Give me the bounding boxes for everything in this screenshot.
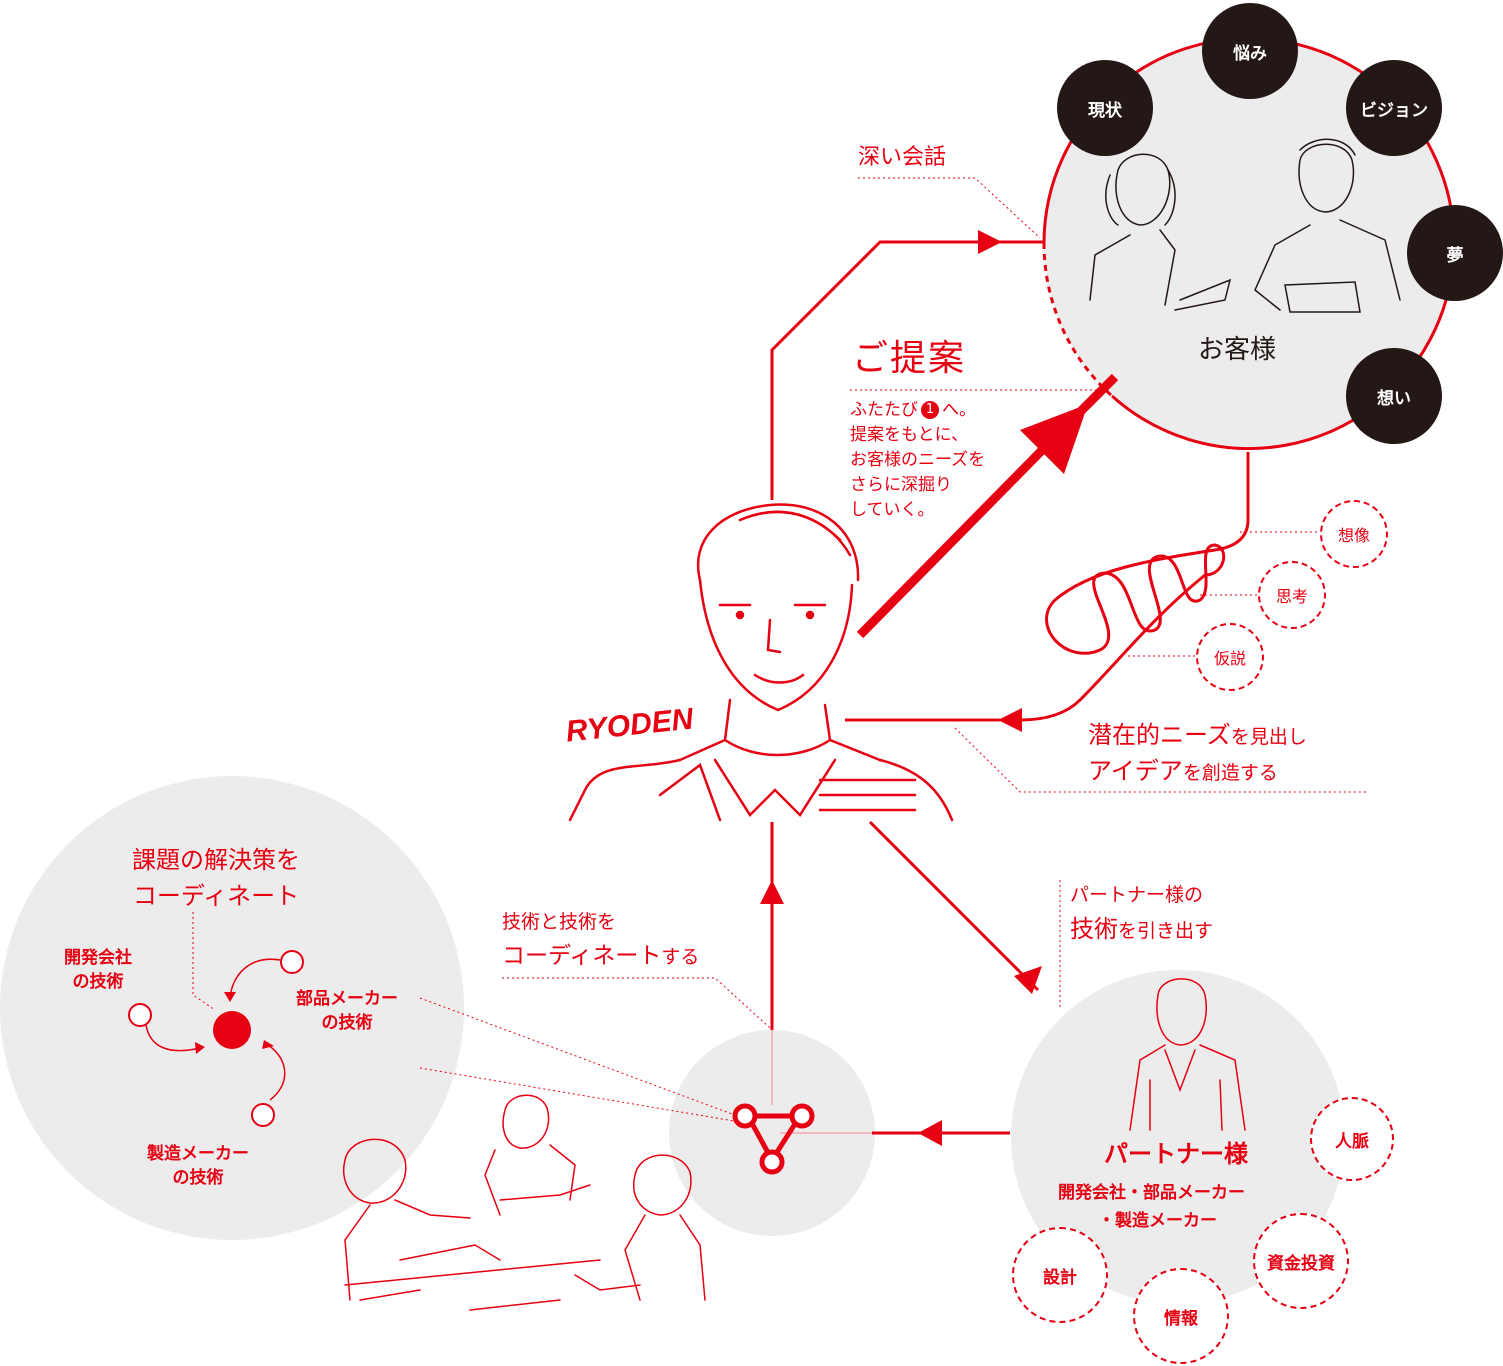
up-arrow bbox=[760, 880, 784, 904]
information-tag: 情報 bbox=[1133, 1268, 1229, 1364]
coordinate-tech-text: 技術と技術を コーディネートする bbox=[502, 911, 700, 969]
step-one-badge: 1 bbox=[921, 401, 939, 419]
partner-arrow bbox=[1014, 966, 1042, 994]
partner-bubble bbox=[1011, 970, 1345, 1304]
imagination-tag: 想像 bbox=[1320, 500, 1388, 568]
parts-node bbox=[280, 950, 304, 974]
meeting-illustration bbox=[343, 1094, 706, 1311]
vision-tag: ビジョン bbox=[1346, 60, 1442, 156]
partner-sub2: ・製造メーカー bbox=[1098, 1211, 1217, 1231]
parts-tech-label: 部品メーカー の技術 bbox=[296, 989, 398, 1033]
customer-label: お客様 bbox=[1198, 335, 1277, 365]
customer-bubble bbox=[1044, 38, 1454, 448]
hypothesis-tag: 仮説 bbox=[1196, 623, 1264, 691]
customer-illustration bbox=[1089, 138, 1401, 313]
proposal-title: ご提案 bbox=[852, 338, 967, 379]
dev-node bbox=[128, 1003, 152, 1027]
ryoden-logo: RYODEN bbox=[564, 702, 696, 748]
network-tag: 人脈 bbox=[1310, 1097, 1394, 1181]
partner-path bbox=[868, 820, 1040, 992]
investment-tag: 資金投資 bbox=[1253, 1213, 1349, 1309]
current-state-tag: 現状 bbox=[1057, 60, 1153, 156]
thought-tag: 思考 bbox=[1258, 561, 1326, 629]
ryoden-staff-illustration bbox=[568, 503, 954, 822]
mfg-tech-label: 製造メーカー の技術 bbox=[147, 1144, 249, 1188]
dev-tech-label: 開発会社 の技術 bbox=[64, 948, 132, 992]
mfg-node bbox=[251, 1103, 275, 1127]
dream-tag: 夢 bbox=[1407, 205, 1503, 301]
latent-arrow bbox=[998, 708, 1022, 732]
return-arrow bbox=[918, 1120, 942, 1146]
partner-intro-text: パートナー様の 技術を引き出す bbox=[1070, 884, 1214, 943]
design-tag: 設計 bbox=[1012, 1227, 1108, 1323]
worry-tag: 悩み bbox=[1202, 3, 1298, 99]
proposal-arrowhead bbox=[1020, 404, 1088, 474]
coordination-node-icon bbox=[732, 1103, 815, 1175]
conversation-arrow bbox=[978, 230, 1002, 254]
partner-label: パートナー様 bbox=[1104, 1140, 1248, 1168]
partner-illustration bbox=[1129, 978, 1246, 1131]
coordinator-bubble bbox=[669, 1030, 875, 1236]
feelings-tag: 想い bbox=[1346, 348, 1442, 444]
solution-title: 課題の解決策を コーディネート bbox=[132, 846, 300, 910]
solution-bubble bbox=[0, 776, 464, 1240]
solution-core bbox=[213, 1011, 251, 1049]
latent-needs-text: 潜在的ニーズを見出し アイデアを創造する bbox=[1088, 721, 1307, 785]
partner-sub1: 開発会社・部品メーカー bbox=[1058, 1183, 1245, 1203]
conversation-path bbox=[770, 240, 1044, 500]
conversation-label: 深い会話 bbox=[858, 145, 947, 170]
proposal-line bbox=[856, 428, 1064, 639]
thinking-coil bbox=[1019, 452, 1250, 722]
